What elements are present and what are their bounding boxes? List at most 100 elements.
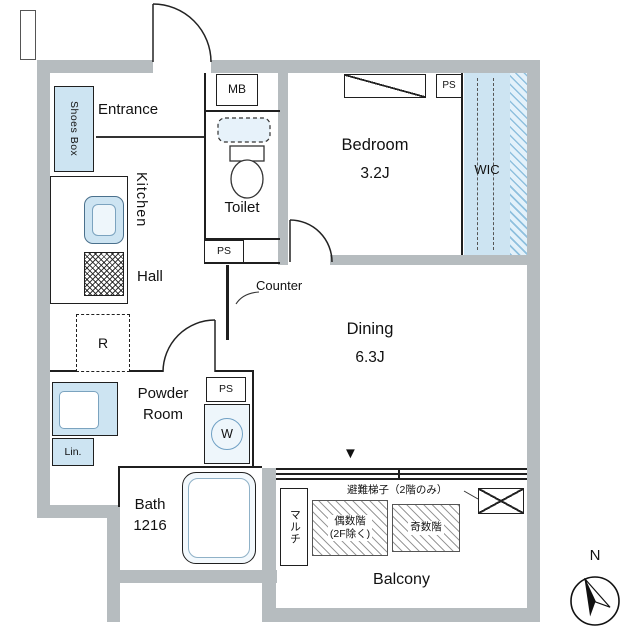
line-toilet-bottom (204, 238, 280, 240)
shoes-box: Shoes Box (54, 86, 94, 172)
label-powder-line1: Powder (137, 385, 189, 402)
label-wic-wrap: WIC (462, 162, 512, 177)
ps-toilet-label: PS (216, 245, 231, 258)
refrigerator-label: R (97, 334, 109, 351)
line-bath-left (118, 466, 120, 507)
line-powder-right (252, 370, 254, 468)
label-toilet-wrap: Toilet (204, 199, 280, 216)
toilet-shelf (217, 117, 271, 143)
compass-needle-dark (584, 578, 596, 617)
wic-wall-hatch (510, 73, 527, 255)
washer-pan-circle: W (211, 418, 243, 450)
label-balcony-wrap: Balcony (276, 571, 527, 589)
label-bedroom-wrap: Bedroom 3.2J (288, 136, 462, 183)
ac-unit (344, 74, 426, 98)
sink-bowl (92, 204, 116, 236)
bathtub-inner (188, 478, 250, 558)
washer-label: W (221, 426, 233, 441)
wic-rail-dash-1 (477, 78, 478, 250)
ps-powder-label: PS (218, 383, 233, 396)
line-corridor (204, 262, 280, 264)
label-bath-wrap: Bath 1216 (114, 494, 186, 536)
toilet-fixture (217, 117, 271, 199)
wic-closet (464, 73, 510, 255)
label-dining: Dining (346, 320, 394, 338)
label-dining-size: 6.3J (355, 349, 385, 366)
wall-left (37, 60, 50, 518)
label-north-wrap: N (571, 547, 619, 564)
vanity (52, 382, 118, 436)
toilet-tank (229, 145, 265, 162)
label-hall: Hall (137, 268, 163, 285)
wall-balcony-bottom (262, 608, 540, 622)
washer-box: W (204, 404, 250, 464)
wall-step-vertical (107, 505, 120, 622)
evac-hatch-even: 偶数階 (2F除く) (312, 500, 388, 556)
odd-floor-label: 奇数階 (408, 521, 444, 535)
line-bath-top (120, 466, 262, 468)
porch-column (20, 10, 36, 60)
label-kitchen: Kitchen (133, 172, 149, 228)
label-bedroom-size: 3.2J (360, 165, 390, 182)
balcony-window-mullion (398, 468, 400, 480)
toilet-bowl (230, 159, 264, 199)
line-counter (226, 265, 229, 340)
label-bath-line2: 1216 (133, 517, 167, 534)
wall-balcony-left (262, 468, 276, 622)
wall-bedroom-dining (330, 255, 527, 265)
linen-label: Lin. (64, 445, 82, 458)
label-dining-wrap: Dining 6.3J (240, 320, 500, 367)
kitchen-sink (84, 196, 124, 244)
meter-box: MB (216, 74, 258, 106)
bedroom-door-arc (289, 219, 333, 263)
evac-ladder-box (478, 488, 524, 514)
label-bath-line1: Bath (134, 496, 166, 513)
line-toilet-left (204, 73, 206, 242)
label-toilet: Toilet (224, 199, 260, 216)
compass-needle-light (583, 577, 611, 608)
wall-step-horizontal (37, 505, 120, 518)
wall-top-left (37, 60, 153, 73)
line-wic-partition (461, 73, 463, 255)
ps-bedroom-label: PS (442, 80, 456, 92)
wall-right (527, 60, 540, 622)
meter-box-label: MB (228, 82, 246, 97)
vanity-sink (59, 391, 99, 429)
powder-door-arc (162, 319, 216, 373)
even-floor-line2: (2F除く) (329, 528, 371, 540)
ps-box-powder: PS (206, 377, 246, 402)
ps-box-toilet: PS (204, 240, 244, 263)
balcony-access-marker: ▼ (343, 445, 358, 462)
wall-bottom-bath (107, 570, 277, 583)
evac-hatch-even-label: 偶数階 (2F除く) (327, 514, 373, 542)
counter-leader-line (235, 291, 260, 305)
evac-hatch-odd: 奇数階 (392, 504, 460, 552)
label-powder-line2: Room (142, 406, 183, 423)
line-entrance-step (96, 136, 204, 138)
label-powder-wrap: Powder Room (118, 383, 208, 425)
wic-rail-dash-2 (493, 78, 494, 250)
label-evac-note: 避難梯子（2階のみ） (347, 484, 448, 496)
label-entrance: Entrance (98, 101, 159, 118)
entrance-door-arc (152, 3, 212, 63)
balcony-window-midline (276, 473, 527, 475)
compass (570, 576, 620, 626)
ps-box-bedroom: PS (436, 74, 462, 98)
label-bedroom: Bedroom (341, 136, 409, 154)
multi-label: マルチ (288, 509, 301, 545)
refrigerator-box: R (76, 314, 130, 372)
shoes-box-label: Shoes Box (68, 101, 81, 157)
linen-box: Lin. (52, 438, 94, 466)
wall-top-right (211, 60, 540, 73)
line-toilet-top (204, 110, 280, 112)
label-counter: Counter (256, 278, 303, 293)
label-north: N (589, 547, 601, 564)
label-wic: WIC (474, 162, 500, 177)
wall-toilet-bedroom (278, 73, 288, 265)
even-floor-line1: 偶数階 (334, 514, 366, 527)
kitchen-stove (84, 252, 124, 296)
evac-leader-line (463, 490, 479, 500)
multi-box: マルチ (280, 488, 308, 566)
